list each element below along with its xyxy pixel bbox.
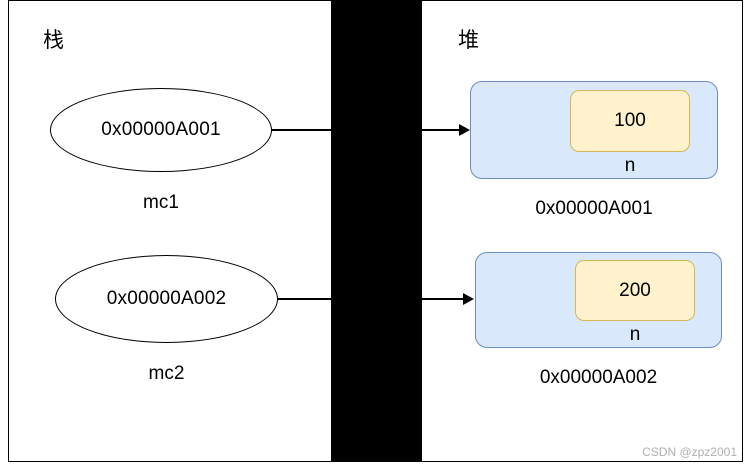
heap-object-field-name-1: n (624, 155, 636, 176)
stack-variable-value-mc1: 0x00000A001 (101, 119, 221, 140)
heap-object-field-name-2: n (629, 324, 641, 345)
heap-object-field-value-2: 200 (619, 279, 651, 301)
stack-variable-name-mc1: mc1 (143, 192, 179, 213)
heap-object-field-value-1: 100 (614, 110, 646, 131)
stack-variable-ellipse-mc2: 0x00000A002 (55, 255, 278, 343)
heap-region-label: 堆 (458, 29, 479, 52)
heap-object-field-box-2: 200 (575, 260, 695, 321)
reference-arrowhead-mc1 (459, 124, 470, 136)
stack-region-label: 栈 (43, 29, 64, 52)
stack-variable-name-mc2: mc2 (148, 363, 185, 384)
reference-arrowhead-mc2 (463, 293, 474, 305)
heap-object-address-2: 0x00000A002 (539, 367, 658, 388)
stack-variable-ellipse-mc1: 0x00000A001 (50, 88, 272, 172)
black-occluder-bar (331, 0, 422, 462)
stack-variable-value-mc2: 0x00000A002 (106, 288, 227, 309)
heap-object-field-box-1: 100 (570, 90, 690, 152)
heap-object-address-1: 0x00000A001 (535, 198, 653, 219)
watermark-text: CSDN @zpz2001 (642, 445, 737, 459)
